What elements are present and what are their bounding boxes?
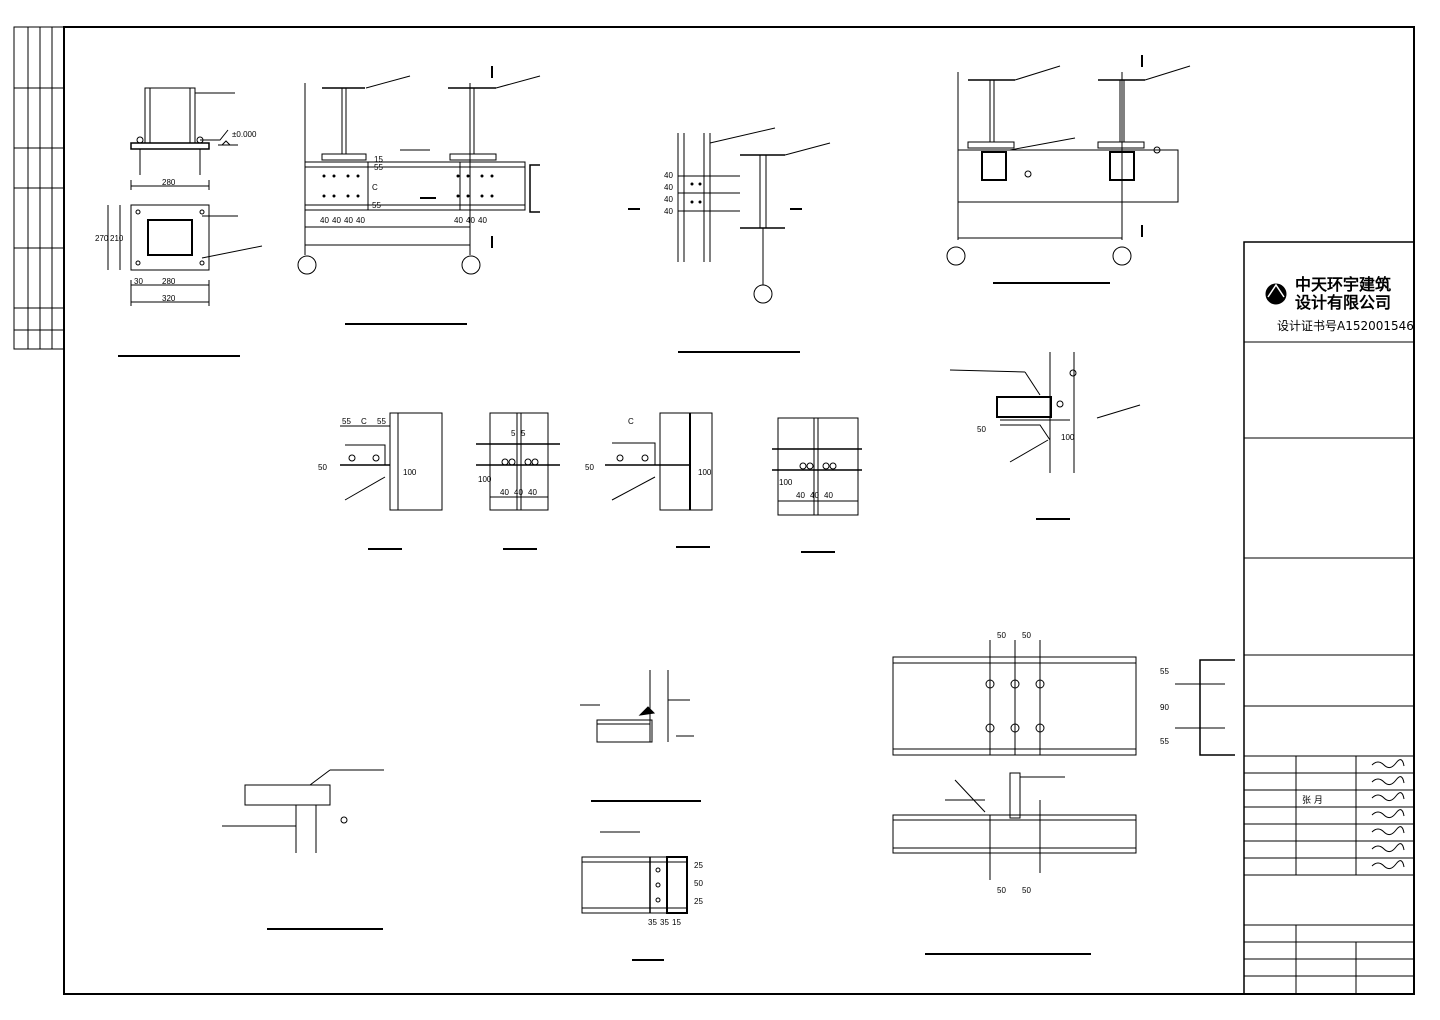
- purlin-spacing-6: 40: [466, 216, 475, 225]
- end-right-1: 25: [694, 861, 703, 870]
- end-bottom-3: 15: [672, 918, 681, 927]
- corner-dim-1: 50: [977, 425, 986, 434]
- purlin-spacing-1: 40: [320, 216, 329, 225]
- bolt-bottom-1: 50: [997, 886, 1006, 895]
- end-right-2: 50: [694, 879, 703, 888]
- base-dim-mid: 280: [162, 277, 176, 286]
- purlin-spacing-7: 40: [478, 216, 487, 225]
- base-dim-top: 280: [162, 178, 176, 187]
- d2-bottom-2: 40: [514, 488, 523, 497]
- purlin-dim-d: 55: [372, 201, 381, 210]
- end-bottom-2: 35: [660, 918, 669, 927]
- approver-name: 张 月: [1302, 795, 1323, 806]
- bolt-bottom-2: 50: [1022, 886, 1031, 895]
- d3-side: 50: [585, 463, 594, 472]
- purlin-dim-b: 15: [374, 155, 383, 164]
- d1-top-3: 55: [377, 417, 386, 426]
- purlin-dim-a: 55: [374, 163, 383, 172]
- title-block: [1243, 241, 1415, 995]
- purlin-spacing-3: 40: [344, 216, 353, 225]
- purlin-spacing-5: 40: [454, 216, 463, 225]
- brace-dim-3: 40: [664, 195, 673, 204]
- d1-top-2: C: [361, 417, 367, 426]
- end-right-3: 25: [694, 897, 703, 906]
- brace-dim-1: 40: [664, 171, 673, 180]
- signature: [1371, 759, 1405, 769]
- purlin-spacing-2: 40: [332, 216, 341, 225]
- base-dim-bottom: 320: [162, 294, 176, 303]
- d2-top-1: 5: [511, 429, 516, 438]
- bolt-right-1: 55: [1160, 667, 1169, 676]
- d4-bottom-3: 40: [824, 491, 833, 500]
- small-detail-1: [340, 412, 443, 550]
- d4-side: 100: [779, 478, 793, 487]
- column-base-detail: [107, 87, 263, 357]
- bolt-right-2: 90: [1160, 703, 1169, 712]
- purlin-spacing-4: 40: [356, 216, 365, 225]
- company-name-line2: 设计有限公司: [1295, 293, 1391, 312]
- end-bottom-1: 35: [648, 918, 657, 927]
- brace-dim-4: 40: [664, 207, 673, 216]
- d2-top-2: 5: [521, 429, 526, 438]
- brace-dim-2: 40: [664, 183, 673, 192]
- d2-side: 100: [478, 475, 492, 484]
- wall-beam-section-detail: [946, 55, 1191, 284]
- d3-top: C: [628, 417, 634, 426]
- bolt-top-2: 50: [1022, 631, 1031, 640]
- d3-height: 100: [698, 468, 712, 477]
- d2-bottom-1: 40: [500, 488, 509, 497]
- corner-detail: [949, 352, 1141, 520]
- d1-side: 50: [318, 463, 327, 472]
- gutter-corner-detail: [580, 670, 701, 802]
- d4-bottom-1: 40: [796, 491, 805, 500]
- beam-end-detail: [581, 831, 688, 961]
- design-certificate-number: 设计证书号A152001546: [1277, 319, 1414, 333]
- drawing-border: [63, 26, 1415, 995]
- small-detail-3: [605, 412, 713, 548]
- purlin-dim-c: C: [372, 183, 378, 192]
- tee-connection-detail: [222, 769, 384, 930]
- small-detail-2: [476, 412, 560, 550]
- elevation-label: ±0.000: [232, 130, 257, 139]
- base-dim-h-outer: 270: [95, 234, 109, 243]
- small-detail-4: [772, 417, 862, 553]
- d1-top-1: 55: [342, 417, 351, 426]
- d1-height: 100: [403, 468, 417, 477]
- purlin-bolt-detail: [892, 640, 1235, 955]
- brace-connection-detail: [628, 127, 831, 353]
- bolt-top-1: 50: [997, 631, 1006, 640]
- d4-bottom-2: 40: [810, 491, 819, 500]
- company-name-line1: 中天环宇建筑: [1295, 275, 1391, 294]
- bolt-right-3: 55: [1160, 737, 1169, 746]
- left-approval-strip: [13, 26, 65, 350]
- base-dim-h-inner: 210: [110, 234, 124, 243]
- d2-bottom-3: 40: [528, 488, 537, 497]
- purlin-connection-detail: [297, 66, 541, 325]
- company-logo: [1265, 283, 1287, 305]
- corner-dim-2: 100: [1061, 433, 1075, 442]
- base-dim-edge: 30: [134, 277, 143, 286]
